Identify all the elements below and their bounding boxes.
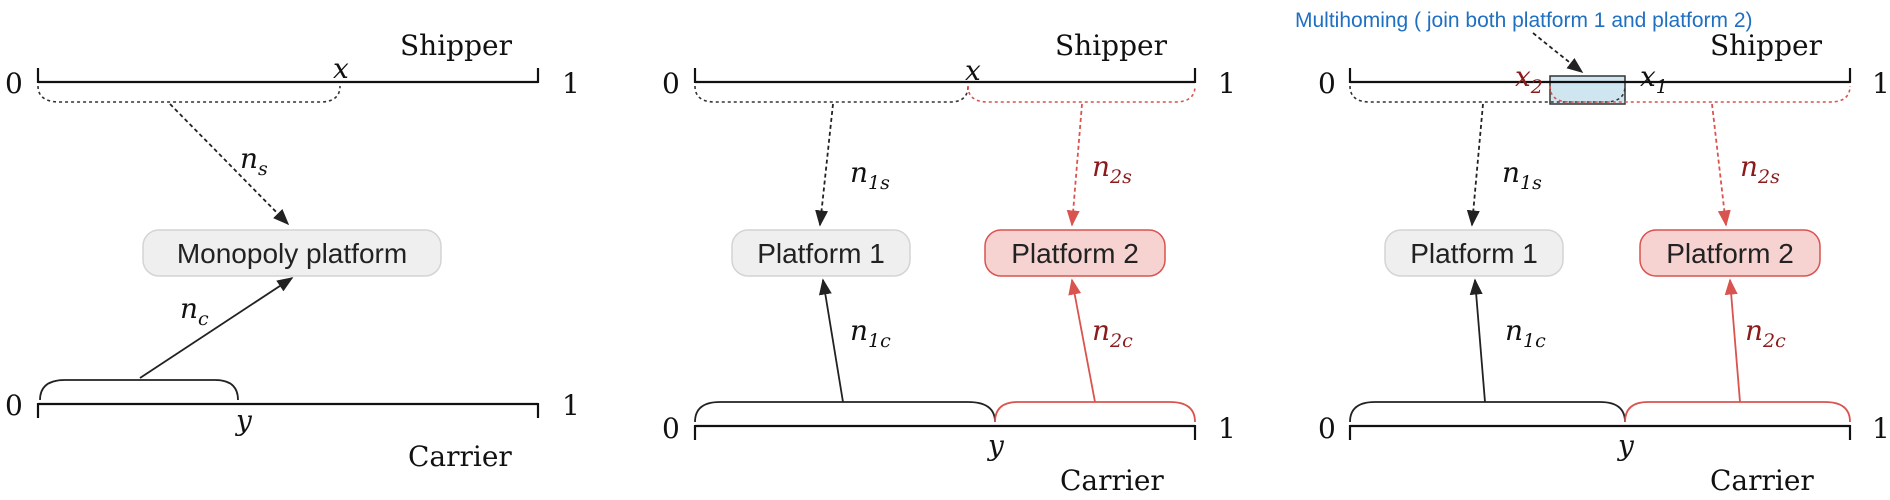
multihoming-annotation: Multihoming ( join both platform 1 and p…: [1295, 9, 1753, 32]
panel-two-platforms: Shipper 0 1 x n1s n2s Platform 1 Platfor…: [662, 29, 1236, 497]
panel-multihoming: Multihoming ( join both platform 1 and p…: [1295, 9, 1890, 497]
carrier-brace-platform-2: [1624, 401, 1851, 423]
n1c-arrow: [818, 278, 844, 403]
shipper-zero-label: 0: [1318, 67, 1336, 100]
y-label: y: [234, 404, 253, 437]
shipper-one-label: 1: [1872, 67, 1890, 100]
platform-2-label: Platform 2: [1666, 238, 1794, 269]
shipper-brace: [37, 85, 341, 103]
multihoming-arrow: [1532, 32, 1584, 73]
carrier-zero-label: 0: [5, 389, 23, 422]
shipper-brace-platform-1: [694, 85, 969, 103]
n2s-arrow: [1711, 103, 1731, 227]
carrier-label: Carrier: [1060, 464, 1164, 497]
n2c-arrow: [1724, 278, 1741, 403]
shipper-brace-platform-2: [1549, 85, 1851, 103]
x-label: x: [965, 54, 981, 87]
x1-label: x1: [1640, 60, 1668, 98]
n2c-arrow: [1068, 278, 1096, 403]
shipper-one-label: 1: [562, 67, 580, 100]
carrier-label: Carrier: [1710, 464, 1814, 497]
ns-arrow: [169, 103, 290, 226]
n2s-arrow: [1066, 103, 1083, 227]
carrier-brace-platform-1: [694, 401, 996, 423]
monopoly-platform-box: [142, 229, 442, 277]
n2s-label: n2s: [1740, 150, 1780, 188]
panel-monopoly: Shipper 0 1 x ns Monopoly platform nc 0 …: [5, 29, 580, 473]
shipper-one-label: 1: [1218, 67, 1236, 100]
carrier-brace-platform-2: [994, 401, 1196, 423]
platform-2-box: [1639, 229, 1821, 277]
shipper-brace-platform-1: [1349, 85, 1626, 103]
n1s-label: n1s: [1502, 156, 1542, 194]
carrier-one-label: 1: [1872, 412, 1890, 445]
shipper-brace-platform-2: [967, 85, 1196, 103]
n1s-arrow: [1466, 103, 1484, 227]
ns-label: ns: [240, 142, 268, 180]
y-label: y: [1616, 429, 1635, 462]
n1s-arrow: [815, 103, 834, 227]
platform-1-box: [731, 229, 911, 277]
platform-2-label: Platform 2: [1011, 238, 1139, 269]
nc-arrow: [139, 277, 294, 379]
multihoming-region-box: [1549, 75, 1626, 105]
shipper-label: Shipper: [1055, 29, 1168, 62]
n1s-label: n1s: [850, 156, 890, 194]
y-label: y: [986, 429, 1005, 462]
x2-label: x2: [1515, 60, 1543, 98]
platform-1-label: Platform 1: [757, 238, 885, 269]
shipper-zero-label: 0: [5, 67, 23, 100]
shipper-zero-label: 0: [662, 67, 680, 100]
carrier-zero-label: 0: [662, 412, 680, 445]
n1c-label: n1c: [850, 314, 891, 352]
shipper-label: Shipper: [400, 29, 513, 62]
carrier-one-label: 1: [1218, 412, 1236, 445]
carrier-brace-platform-1: [1349, 401, 1626, 423]
carrier-one-label: 1: [562, 389, 580, 422]
n2c-label: n2c: [1092, 314, 1133, 352]
carrier-label: Carrier: [408, 440, 512, 473]
platform-1-box: [1384, 229, 1564, 277]
carrier-zero-label: 0: [1318, 412, 1336, 445]
n1c-arrow: [1469, 278, 1486, 403]
platform-1-label: Platform 1: [1410, 238, 1538, 269]
monopoly-platform-label: Monopoly platform: [177, 238, 407, 269]
nc-label: nc: [180, 292, 209, 330]
n2s-label: n2s: [1092, 150, 1132, 188]
carrier-brace: [39, 379, 239, 401]
n2c-label: n2c: [1745, 314, 1786, 352]
shipper-label: Shipper: [1710, 29, 1823, 62]
x-label: x: [333, 52, 349, 85]
platform-2-box: [984, 229, 1166, 277]
n1c-label: n1c: [1505, 314, 1546, 352]
